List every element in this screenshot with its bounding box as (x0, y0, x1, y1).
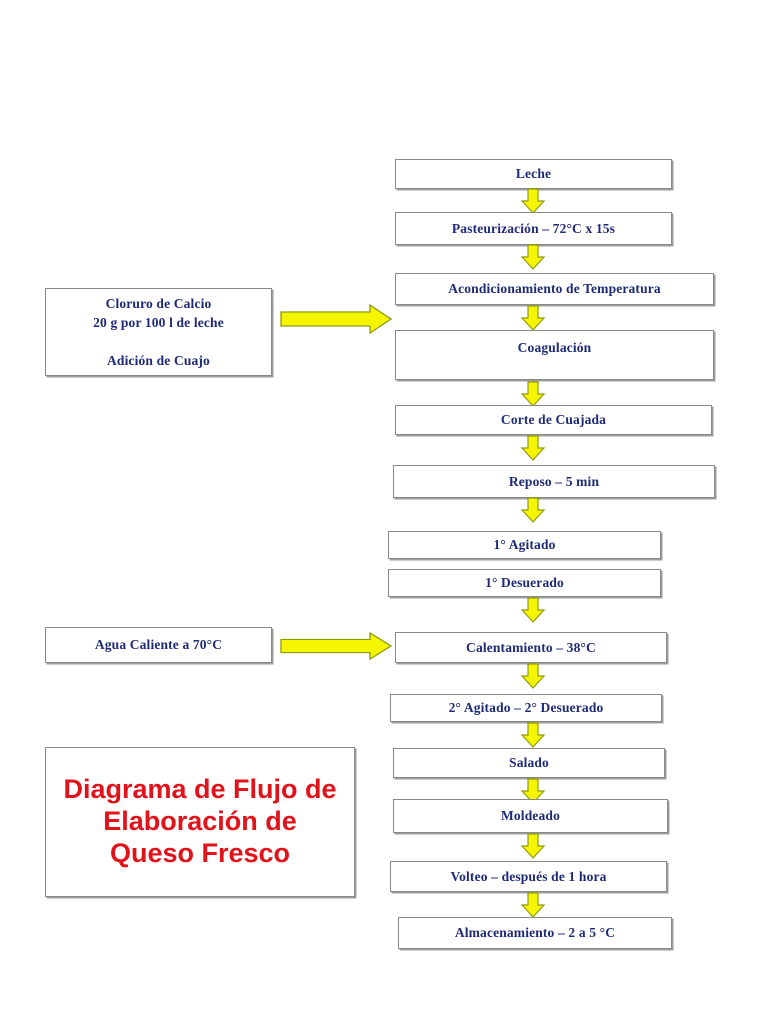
input-node-label: Cloruro de Calcio 20 g por 100 l de lech… (93, 295, 224, 369)
flow-node-label: 1° Desuerado (485, 575, 564, 591)
flow-node-reposo[interactable]: Reposo – 5 min (393, 465, 715, 498)
flow-node-label: Volteo – después de 1 hora (450, 868, 607, 884)
flow-node-agitado-2[interactable]: 2° Agitado – 2° Desuerado (390, 694, 662, 722)
flow-node-leche[interactable]: Leche (395, 159, 672, 189)
arrow-down-icon (520, 435, 546, 461)
flow-node-almacenamiento[interactable]: Almacenamiento – 2 a 5 °C (398, 917, 672, 949)
input-node-cloruro-calcio[interactable]: Cloruro de Calcio 20 g por 100 l de lech… (45, 288, 272, 376)
flow-node-label: Corte de Cuajada (500, 412, 607, 428)
flow-node-label: Moldeado (501, 808, 560, 824)
flow-node-salado[interactable]: Salado (393, 748, 665, 778)
flow-node-agitado-1[interactable]: 1° Agitado (388, 531, 661, 559)
arrow-down-icon (520, 892, 546, 918)
flow-node-volteo[interactable]: Volteo – después de 1 hora (390, 861, 667, 892)
arrow-right-icon (280, 303, 393, 335)
flow-node-desuerado-1[interactable]: 1° Desuerado (388, 569, 661, 597)
flow-node-calentamiento[interactable]: Calentamiento – 38°C (395, 632, 667, 663)
diagram-title-plate: Diagrama de Flujo de Elaboración de Ques… (45, 747, 355, 897)
flow-node-label: Pasteurización – 72°C x 15s (451, 220, 616, 236)
arrow-right-icon (280, 631, 393, 661)
flow-node-label: 2° Agitado – 2° Desuerado (448, 700, 604, 716)
arrow-down-icon (520, 497, 546, 523)
arrow-down-icon (520, 778, 546, 804)
flow-node-acondicionamiento[interactable]: Acondicionamiento de Temperatura (395, 273, 714, 305)
flow-node-label: Coagulación (517, 340, 592, 355)
diagram-title: Diagrama de Flujo de Elaboración de Ques… (63, 774, 337, 868)
input-node-agua-caliente[interactable]: Agua Caliente a 70°C (45, 627, 272, 663)
arrow-down-icon (520, 597, 546, 623)
arrow-down-icon (520, 305, 546, 331)
flow-node-label: 1° Agitado (493, 537, 556, 553)
arrow-down-icon (520, 244, 546, 270)
arrow-down-icon (520, 833, 546, 859)
flow-node-label: Calentamiento – 38°C (466, 639, 596, 655)
flow-node-moldeado[interactable]: Moldeado (393, 799, 668, 833)
flow-node-coagulacion[interactable]: Coagulación (395, 330, 714, 380)
flow-node-label: Acondicionamiento de Temperatura (448, 281, 661, 297)
input-node-label: Agua Caliente a 70°C (94, 637, 223, 653)
arrow-down-icon (520, 722, 546, 748)
flow-node-label: Salado (509, 755, 549, 771)
flow-node-label: Reposo – 5 min (508, 473, 600, 489)
flow-node-label: Almacenamiento – 2 a 5 °C (454, 925, 616, 941)
flow-node-corte-cuajada[interactable]: Corte de Cuajada (395, 405, 712, 435)
arrow-down-icon (520, 381, 546, 407)
arrow-down-icon (520, 663, 546, 689)
flow-node-pasteurizacion[interactable]: Pasteurización – 72°C x 15s (395, 212, 672, 245)
arrow-down-icon (520, 188, 546, 214)
flow-node-label: Leche (515, 166, 552, 182)
